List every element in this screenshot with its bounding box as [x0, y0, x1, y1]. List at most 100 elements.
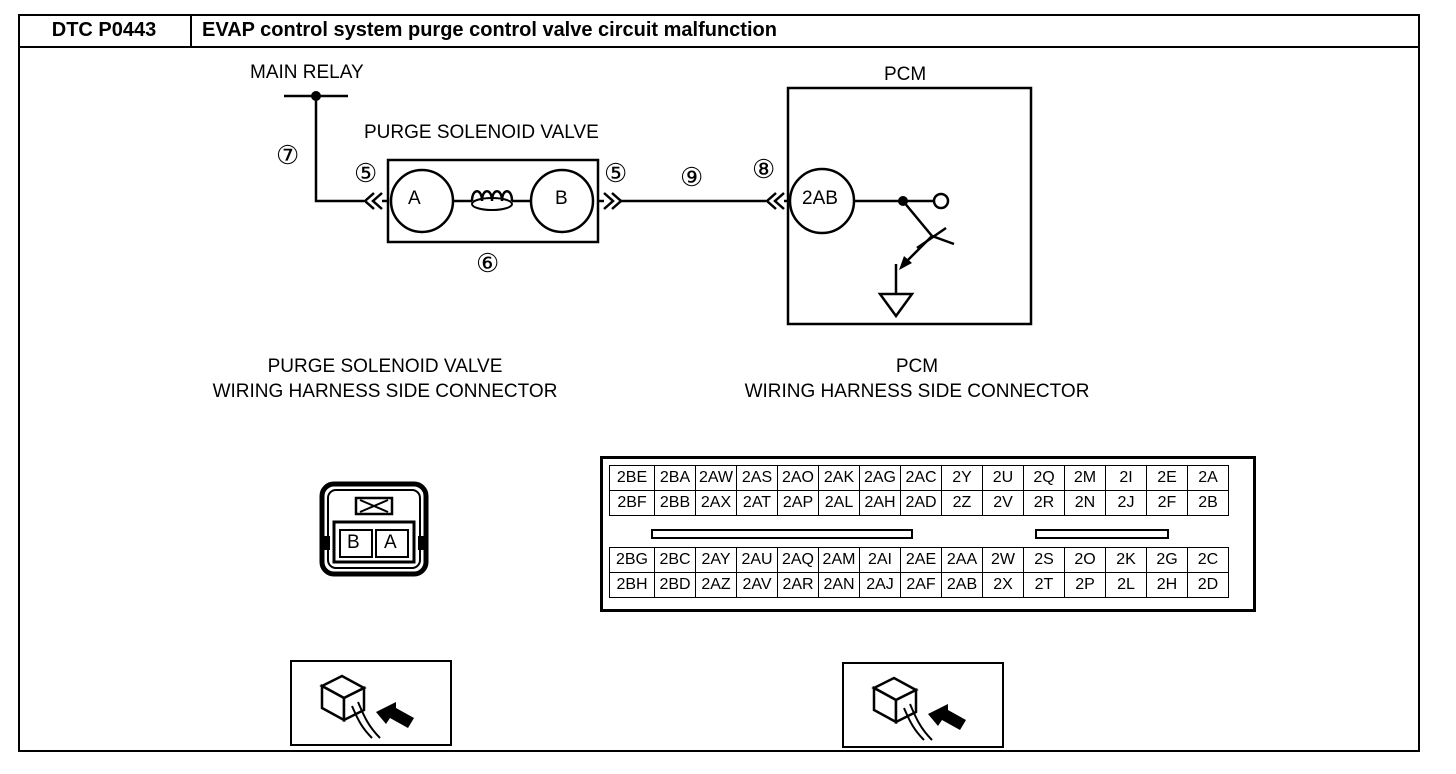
pin-cell: 2B	[1187, 490, 1229, 516]
pin-cell: 2A	[1187, 465, 1229, 491]
pin-cell: 2X	[982, 572, 1024, 598]
dtc-code: DTC P0443	[18, 14, 192, 46]
callout-9: ⑨	[680, 162, 704, 192]
connector-chevron	[363, 192, 375, 210]
pin-cell: 2AS	[736, 465, 778, 491]
pin-cell: 2M	[1064, 465, 1106, 491]
callout-8: ⑧	[752, 154, 776, 184]
pin-cell: 2D	[1187, 572, 1229, 598]
pcm-open-terminal	[932, 192, 950, 210]
pin-cell: 2AF	[900, 572, 942, 598]
valve-terminal-a	[389, 168, 455, 234]
pin-cell: 2AC	[900, 465, 942, 491]
pin-cell: 2AM	[818, 547, 860, 573]
pin-cell: 2BH	[609, 572, 655, 598]
pin-cell: 2AP	[777, 490, 819, 516]
pin-cell: 2AQ	[777, 547, 819, 573]
transistor-emitter-arrow	[899, 256, 912, 270]
connector-chevron	[765, 192, 777, 210]
connector-chevron	[603, 192, 615, 210]
pin-cell: 2T	[1023, 572, 1065, 598]
pin-cell: 2L	[1105, 572, 1147, 598]
pin-cell: 2R	[1023, 490, 1065, 516]
pin-cell: 2AX	[695, 490, 737, 516]
pin-cell: 2AU	[736, 547, 778, 573]
valve-connector-caption-2: WIRING HARNESS SIDE CONNECTOR	[212, 381, 558, 402]
pin-cell: 2AR	[777, 572, 819, 598]
valve-pin-a: A	[384, 532, 397, 553]
ground-symbol	[877, 292, 915, 319]
pin-cell: 2P	[1064, 572, 1106, 598]
pcm-terminal-label: 2AB	[802, 188, 838, 209]
pin-cell: 2BA	[654, 465, 696, 491]
pin-cell: 2U	[982, 465, 1024, 491]
pin-cell: 2BG	[609, 547, 655, 573]
valve-probe-box	[290, 660, 452, 746]
pin-cell: 2AB	[941, 572, 983, 598]
pin-cell: 2AJ	[859, 572, 901, 598]
pin-cell: 2AG	[859, 465, 901, 491]
pin-cell: 2AE	[900, 547, 942, 573]
pin-cell: 2AW	[695, 465, 737, 491]
pin-cell: 2BD	[654, 572, 696, 598]
solenoid-coil	[470, 190, 514, 202]
pin-cell: 2C	[1187, 547, 1229, 573]
pin-cell: 2F	[1146, 490, 1188, 516]
purge-solenoid-valve-label: PURGE SOLENOID VALVE	[364, 122, 599, 143]
pin-cell: 2E	[1146, 465, 1188, 491]
pcm-connector-caption-2: WIRING HARNESS SIDE CONNECTOR	[744, 381, 1090, 402]
pin-cell: 2Q	[1023, 465, 1065, 491]
pin-cell: 2BC	[654, 547, 696, 573]
pcm-label: PCM	[884, 64, 927, 85]
pin-cell: 2W	[982, 547, 1024, 573]
pin-cell: 2J	[1105, 490, 1147, 516]
diagram-frame	[18, 14, 1420, 752]
valve-terminal-b-label: B	[555, 188, 568, 209]
pin-cell: 2AN	[818, 572, 860, 598]
pin-cell: 2K	[1105, 547, 1147, 573]
pin-cell: 2AK	[818, 465, 860, 491]
callout-6: ⑥	[476, 248, 500, 278]
pin-cell: 2G	[1146, 547, 1188, 573]
pin-cell: 2Z	[941, 490, 983, 516]
pin-cell: 2O	[1064, 547, 1106, 573]
pin-cell: 2AA	[941, 547, 983, 573]
callout-7: ⑦	[276, 140, 300, 170]
pin-cell: 2AO	[777, 465, 819, 491]
pin-cell: 2Y	[941, 465, 983, 491]
pcm-connector-caption-1: PCM	[895, 356, 939, 377]
callout-5-right: ⑤	[604, 158, 628, 188]
pin-cell: 2S	[1023, 547, 1065, 573]
valve-pin-b: B	[347, 532, 360, 553]
pin-cell: 2N	[1064, 490, 1106, 516]
pin-cell: 2AZ	[695, 572, 737, 598]
valve-terminal-a-label: A	[408, 188, 421, 209]
pin-cell: 2I	[1105, 465, 1147, 491]
pin-cell: 2AD	[900, 490, 942, 516]
header-bar: DTC P0443 EVAP control system purge cont…	[18, 14, 1420, 48]
pin-cell: 2AY	[695, 547, 737, 573]
dtc-title: EVAP control system purge control valve …	[202, 19, 777, 41]
connector-chevron	[371, 192, 383, 210]
pcm-connector-key-right	[1035, 529, 1169, 539]
callout-5-left: ⑤	[354, 158, 378, 188]
pcm-connector-key-left	[651, 529, 913, 539]
pin-cell: 2AV	[736, 572, 778, 598]
pin-cell: 2AT	[736, 490, 778, 516]
pcm-box	[786, 86, 1033, 326]
connector-probe-icon	[871, 676, 966, 741]
pin-cell: 2BE	[609, 465, 655, 491]
main-relay-label: MAIN RELAY	[250, 62, 364, 83]
connector-chevron	[773, 192, 785, 210]
pin-cell: 2BB	[654, 490, 696, 516]
connector-probe-icon	[319, 674, 414, 739]
pin-cell: 2BF	[609, 490, 655, 516]
pin-cell: 2V	[982, 490, 1024, 516]
